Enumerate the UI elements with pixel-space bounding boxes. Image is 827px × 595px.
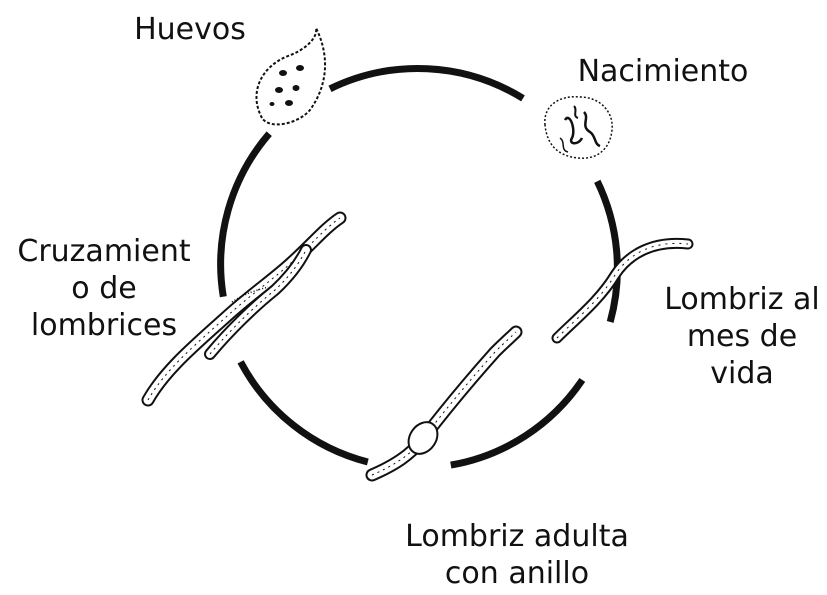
egg-cocoon-icon	[256, 28, 325, 124]
label-mating-worms-line-2: o de	[6, 270, 202, 307]
label-mating-worms: Cruzamient o de lombrices	[6, 233, 202, 344]
label-one-month-worm-line-1: Lombriz al	[658, 281, 826, 318]
label-hatching-line-1: Nacimiento	[568, 53, 758, 90]
label-adult-worm: Lombriz adulta con anillo	[386, 518, 648, 592]
label-adult-worm-line-2: con anillo	[386, 555, 648, 592]
label-eggs: Huevos	[128, 11, 252, 48]
label-one-month-worm-line-2: mes de	[658, 318, 826, 355]
cycle-arc-top	[330, 68, 523, 98]
label-one-month-worm: Lombriz al mes de vida	[658, 281, 826, 392]
label-mating-worms-line-1: Cruzamient	[6, 233, 202, 270]
label-hatching: Nacimiento	[568, 53, 758, 90]
label-adult-worm-line-1: Lombriz adulta	[386, 518, 648, 555]
label-eggs-line-1: Huevos	[128, 11, 252, 48]
label-mating-worms-line-3: lombrices	[6, 307, 202, 344]
cycle-arc-left	[221, 134, 270, 297]
hatching-cocoon-icon	[545, 97, 612, 159]
label-one-month-worm-line-3: vida	[658, 355, 826, 392]
cycle-arc-bottom-right	[451, 380, 583, 465]
cycle-arc-bottom-left	[241, 362, 368, 462]
